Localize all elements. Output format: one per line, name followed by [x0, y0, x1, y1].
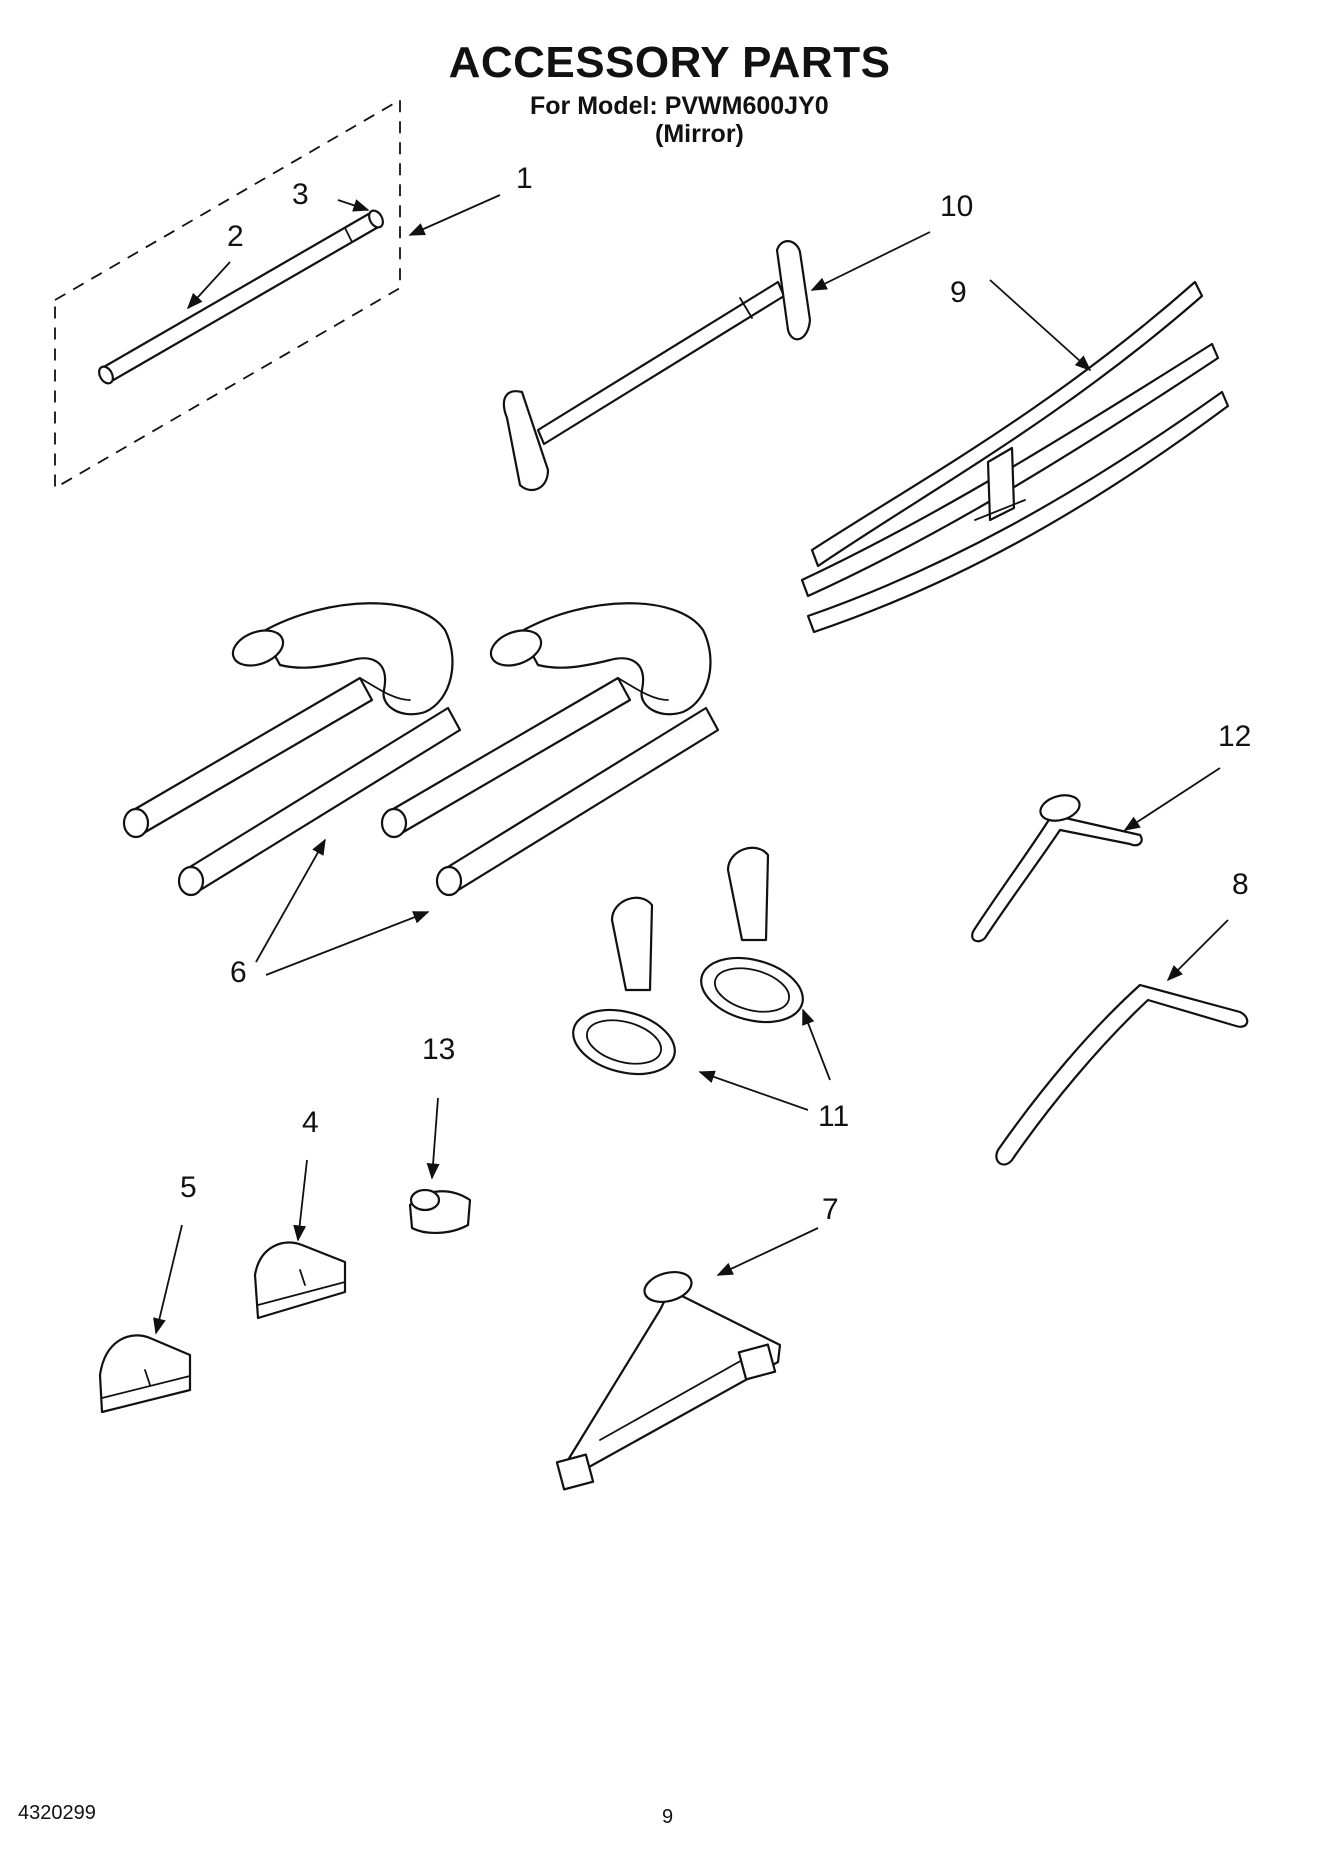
- page-number: 9: [662, 1806, 674, 1828]
- callout-4: 4: [302, 1106, 319, 1139]
- callout-11: 11: [818, 1100, 850, 1133]
- small-hanger: [971, 794, 1143, 943]
- clip-right: [700, 846, 804, 1024]
- callout-9: 9: [950, 276, 967, 309]
- wire-frame: [800, 280, 1230, 634]
- t-handle-rod: [502, 240, 812, 492]
- model-variant: (Mirror): [655, 120, 744, 148]
- callout-10: 10: [940, 190, 974, 223]
- document-number: 4320299: [18, 1802, 96, 1824]
- clip-left: [572, 896, 676, 1076]
- callout-2: 2: [227, 220, 244, 253]
- callout-3: 3: [292, 178, 309, 211]
- callout-13: 13: [422, 1033, 456, 1066]
- callout-1: 1: [516, 162, 533, 195]
- rack-right: [380, 602, 720, 897]
- model-line: For Model: PVWM600JY0: [530, 92, 829, 120]
- cap-5: [98, 1334, 192, 1414]
- callout-7: 7: [822, 1193, 839, 1226]
- page-title: ACCESSORY PARTS: [448, 38, 891, 87]
- callout-8: 8: [1232, 868, 1249, 901]
- cap-13: [408, 1188, 472, 1234]
- rod-kit-group: [54, 98, 401, 490]
- bent-hanger: [995, 983, 1249, 1166]
- leader-lines: [153, 194, 1229, 1335]
- callout-6: 6: [230, 956, 247, 989]
- rack-left: [122, 602, 462, 897]
- hanger-7: [555, 1271, 782, 1491]
- callout-5: 5: [180, 1171, 197, 1204]
- callout-12: 12: [1218, 720, 1252, 753]
- cap-4: [253, 1241, 347, 1320]
